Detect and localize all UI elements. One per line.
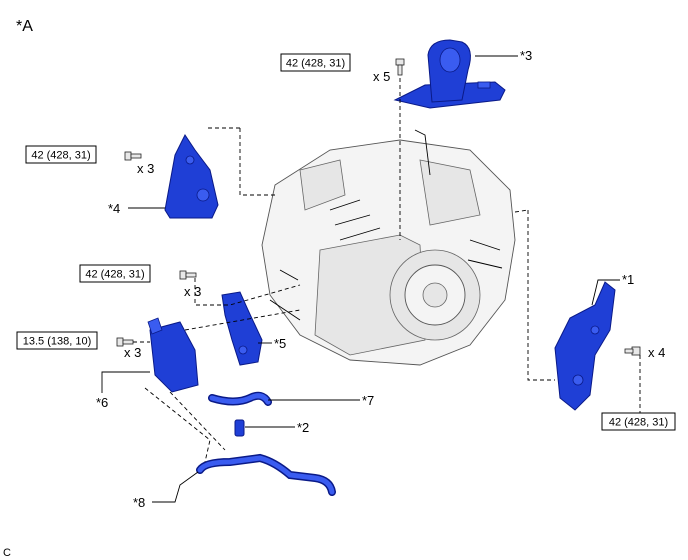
part-3-mount [393,39,506,109]
quantity-top: x 5 [373,69,390,84]
svg-text:42 (428, 31): 42 (428, 31) [85,269,144,281]
part-1-mount [554,281,616,411]
svg-text:42 (428, 31): 42 (428, 31) [609,417,668,429]
callout-5: *5 [274,336,286,351]
callout-1: *1 [622,272,634,287]
part-4-bracket [164,134,219,219]
svg-text:42 (428, 31): 42 (428, 31) [31,150,90,162]
corner-mark: C [3,547,11,559]
part-2-clip [234,419,245,437]
bolt-icon-top [395,58,405,76]
figure-id: *A [16,18,33,35]
svg-text:13.5 (138, 10): 13.5 (138, 10) [23,336,92,348]
torque-spec-top: 42 (428, 31) [280,53,351,72]
part-7-hose [208,391,272,406]
transmission-assembly [261,129,516,366]
alignment-lines [133,78,641,463]
quantity-left-mid: x 3 [184,284,201,299]
leader-lines [101,55,620,503]
part-6-block [147,317,199,393]
callout-4: *4 [108,201,120,216]
part-8-pipe [196,453,336,496]
quantity-right: x 4 [648,345,665,360]
bolt-icon-left-mid [179,270,197,280]
torque-spec-left-upper: 42 (428, 31) [25,145,97,164]
callout-7: *7 [362,393,374,408]
part-5-bracket [221,291,263,366]
callout-6: *6 [96,395,108,410]
callout-2: *2 [297,420,309,435]
torque-spec-left-mid: 42 (428, 31) [79,264,151,283]
svg-text:42 (428, 31): 42 (428, 31) [286,58,345,70]
bolt-icon-right [624,346,641,356]
torque-spec-right: 42 (428, 31) [601,412,676,431]
bolt-icon-left-upper [124,151,142,161]
torque-spec-left-low: 13.5 (138, 10) [16,331,98,350]
quantity-left-low: x 3 [124,345,141,360]
quantity-left-upper: x 3 [137,161,154,176]
callout-8: *8 [133,495,145,510]
callout-3: *3 [520,48,532,63]
